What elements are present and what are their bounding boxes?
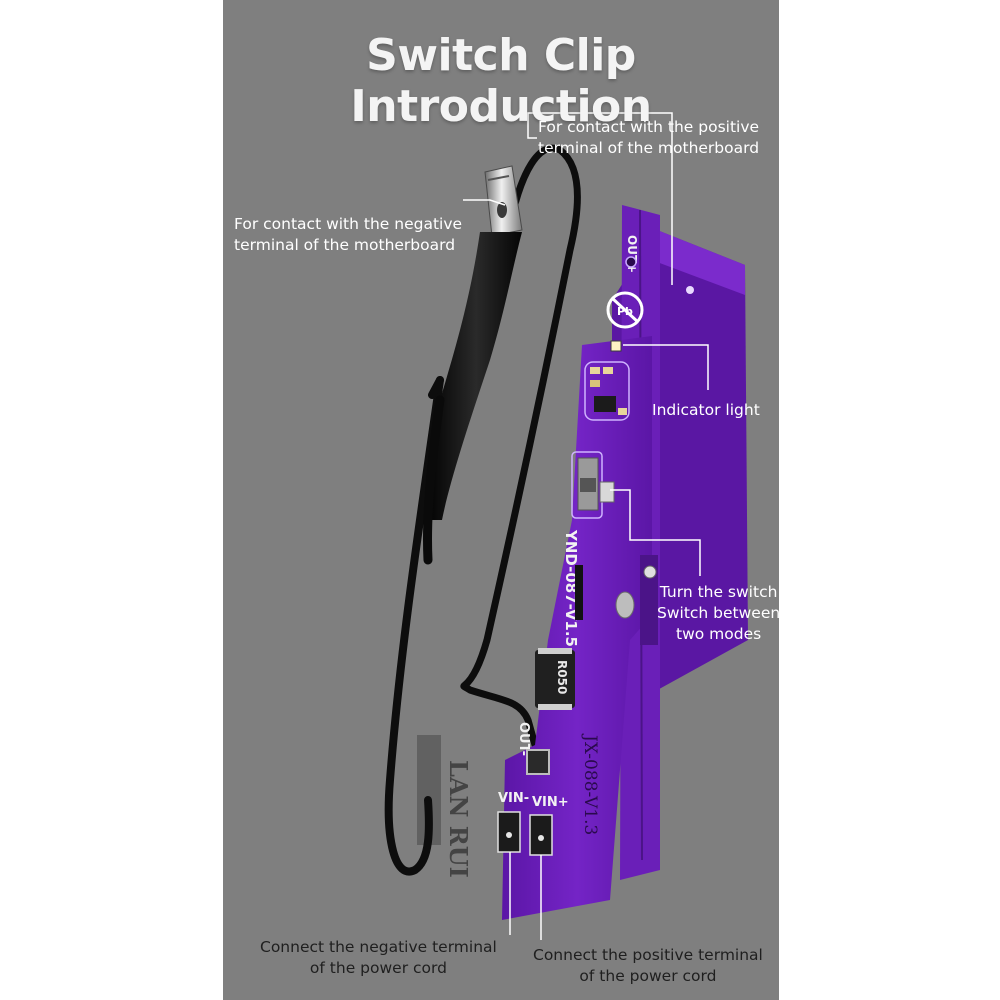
callout-power-negative: Connect the negative terminal of the pow… xyxy=(260,937,497,979)
svg-text:Pb: Pb xyxy=(617,305,633,318)
callout-switch: Turn the switch Switch between two modes xyxy=(657,582,780,645)
ic-chip xyxy=(594,396,616,412)
test-cable xyxy=(384,144,581,876)
callout-line: Indicator light xyxy=(652,401,760,419)
callout-line: of the power cord xyxy=(579,967,717,985)
watermark-logo: LAN RUI xyxy=(417,735,473,878)
callout-line: two modes xyxy=(676,625,762,643)
model-back-label: JX-088-V1.3 xyxy=(580,733,600,835)
leader-negative xyxy=(463,199,506,206)
leader-indicator xyxy=(623,344,709,390)
callout-line: Connect the negative terminal xyxy=(260,938,497,956)
page-title: Switch Clip Introduction xyxy=(350,30,652,132)
callout-line: Turn the switch xyxy=(659,583,778,601)
vin-minus-label: VIN- xyxy=(498,791,529,806)
negative-alligator-clip xyxy=(423,165,523,565)
callout-indicator-light: Indicator light xyxy=(652,400,760,421)
callout-power-positive: Connect the positive terminal of the pow… xyxy=(533,945,763,987)
out-minus-label: OUT- xyxy=(516,722,531,756)
no-lead-symbol: Pb xyxy=(606,291,644,329)
callout-line: For contact with the positive xyxy=(538,118,760,136)
vin-plus-label: VIN+ xyxy=(532,795,569,810)
leader-positive xyxy=(527,112,673,285)
callout-positive-terminal: For contact with the positive terminal o… xyxy=(538,117,759,159)
callout-line: For contact with the negative xyxy=(234,215,463,233)
mounting-screw xyxy=(615,555,658,645)
watermark-text: LAN RUI xyxy=(444,760,473,878)
callout-line: of the power cord xyxy=(309,959,447,977)
leader-switch xyxy=(610,489,701,576)
leader-lines xyxy=(463,112,709,940)
resistor: R050 xyxy=(535,648,575,710)
indicator-led xyxy=(610,340,622,352)
slide-switch xyxy=(571,451,615,519)
callout-line: terminal of the motherboard xyxy=(234,236,456,254)
callout-negative-terminal: For contact with the negative terminal o… xyxy=(234,214,462,256)
callout-line: terminal of the motherboard xyxy=(538,139,760,157)
callout-line: Connect the positive terminal xyxy=(533,946,763,964)
callout-line: Switch between xyxy=(657,604,781,622)
pcb-slot xyxy=(575,565,583,620)
resistor-label: R050 xyxy=(555,660,569,694)
main-pcb: YND-087-V1.5 R050 OUT- VIN- VIN+ xyxy=(497,336,652,920)
